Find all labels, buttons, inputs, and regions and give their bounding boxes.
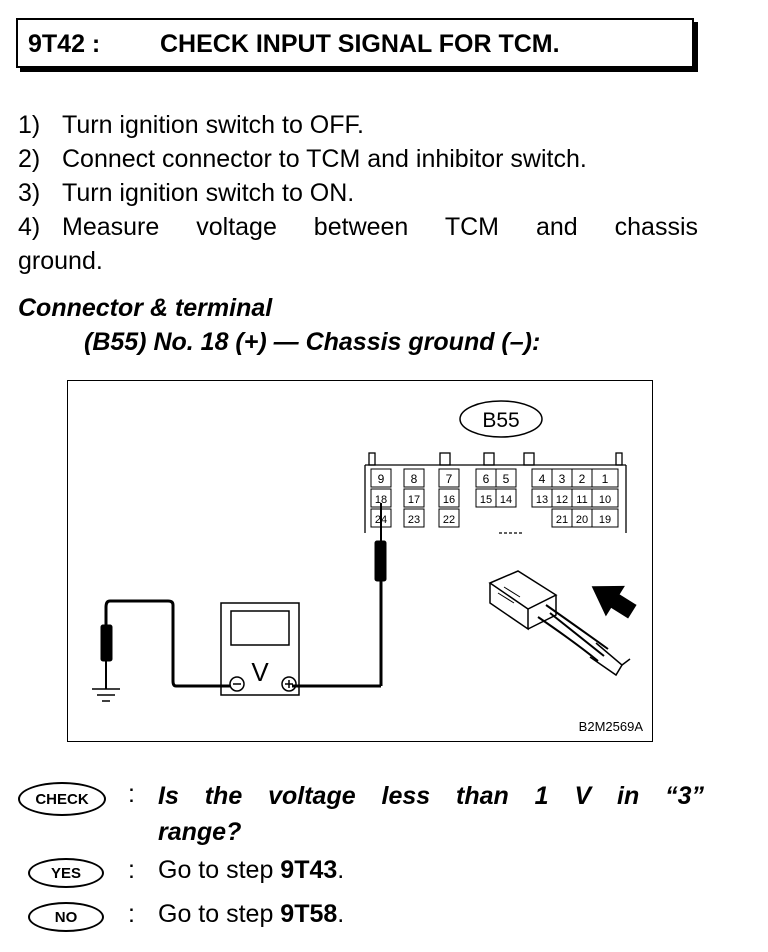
pin-label: 21	[556, 514, 568, 526]
pin-label: 13	[536, 494, 548, 506]
instruction-step-1: 1) Turn ignition switch to OFF.	[18, 108, 364, 142]
no-step-link: 9T58	[280, 900, 338, 928]
pin-label: 3	[559, 472, 566, 486]
insertion-arrow-icon	[591, 585, 637, 619]
pin-label: 23	[408, 514, 420, 526]
step-number: 3)	[18, 179, 41, 207]
connector-harness-icon	[488, 570, 631, 677]
pin-label: 16	[443, 494, 455, 506]
connector-heading: Connector & terminal	[18, 294, 273, 322]
pin-label: 11	[576, 494, 587, 506]
pin-label: 7	[446, 472, 453, 486]
pin-label: 8	[411, 472, 418, 486]
step-code: 9T42 :	[28, 30, 101, 58]
pin-label: 5	[503, 472, 510, 486]
check-question-line2: range?	[158, 818, 242, 846]
chassis-ground-icon	[92, 688, 120, 702]
pin-label: 9	[378, 472, 385, 486]
yes-badge: YES	[28, 858, 104, 888]
pin-label: 15	[480, 494, 492, 506]
connector-spec: (B55) No. 18 (+) — Chassis ground (–):	[84, 328, 541, 356]
check-question: Is the voltage less than 1 V in “3” rang…	[158, 778, 704, 850]
step-number: 1)	[18, 111, 41, 139]
yes-step-link: 9T43	[280, 856, 338, 884]
voltmeter-icon	[220, 602, 300, 696]
pin-label: 4	[539, 472, 546, 486]
pin-label: 20	[576, 514, 588, 526]
step-number: 2)	[18, 145, 41, 173]
pin-label: 22	[443, 514, 455, 526]
step-text: Turn ignition switch to OFF.	[62, 111, 364, 139]
check-badge: CHECK	[18, 782, 106, 816]
wiring-diagram: B55	[92, 400, 644, 734]
instruction-step-4-continued: ground.	[18, 244, 103, 278]
pin-label: 10	[599, 494, 611, 506]
pin-label: 12	[556, 494, 568, 506]
pin-label: 14	[500, 494, 512, 506]
connector-face	[364, 452, 627, 534]
no-answer: Go to step 9T58.	[158, 900, 344, 929]
pin-label: 1	[602, 472, 609, 486]
no-answer-prefix: Go to step	[158, 900, 281, 928]
yes-answer: Go to step 9T43.	[158, 856, 344, 885]
voltmeter-symbol: V	[251, 657, 269, 687]
connector-label-oval	[459, 400, 543, 438]
pin-label: 18	[375, 494, 387, 506]
step-text: Measure voltage between TCM and chassis	[62, 213, 698, 241]
connector-pins: 9 8 7 6 5 4 3 2 1 18 17 16 15 14 13 12 1…	[370, 468, 619, 528]
step-text: Turn ignition switch to ON.	[62, 179, 355, 207]
no-colon: :	[128, 900, 135, 928]
instruction-step-4: 4) Measure voltage between TCM and chassi…	[18, 210, 698, 244]
pin-label: 17	[408, 494, 420, 506]
step-title-box: 9T42 : CHECK INPUT SIGNAL FOR TCM.	[16, 18, 694, 68]
negative-probe	[100, 599, 230, 689]
instruction-step-3: 3) Turn ignition switch to ON.	[18, 176, 354, 210]
pin-label: 19	[599, 514, 611, 526]
no-badge: NO	[28, 902, 104, 932]
check-question-line1: Is the voltage less than 1 V in “3”	[158, 782, 704, 810]
yes-answer-prefix: Go to step	[158, 856, 281, 884]
step-title: CHECK INPUT SIGNAL FOR TCM.	[160, 30, 560, 58]
step-text-continued: ground.	[18, 247, 103, 275]
step-text: Connect connector to TCM and inhibitor s…	[62, 145, 587, 173]
yes-colon: :	[128, 856, 135, 884]
no-answer-suffix: .	[337, 900, 345, 928]
yes-answer-suffix: .	[337, 856, 345, 884]
connector-label: B55	[482, 409, 519, 432]
instruction-step-2: 2) Connect connector to TCM and inhibitor…	[18, 142, 587, 176]
figure-id: B2M2569A	[579, 719, 644, 734]
pin-label: 6	[483, 472, 490, 486]
measurement-diagram: B55	[67, 380, 653, 742]
positive-probe	[292, 503, 387, 688]
pin-label: 2	[579, 472, 586, 486]
check-colon: :	[128, 780, 135, 808]
step-number: 4)	[18, 213, 41, 241]
